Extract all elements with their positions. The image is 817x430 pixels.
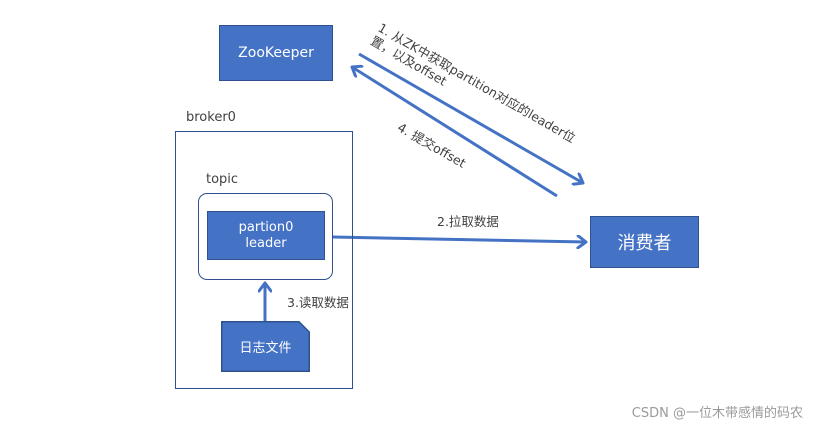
broker-label: broker0 xyxy=(186,110,236,125)
partition-node: partion0 leader xyxy=(207,211,325,260)
consumer-node: 消费者 xyxy=(590,216,699,268)
zookeeper-node: ZooKeeper xyxy=(219,25,333,81)
zookeeper-label: ZooKeeper xyxy=(238,45,314,61)
step1-label: 1. 从ZK中获取partition对应的leader位置，以及offset xyxy=(368,20,579,146)
partition-name: partion0 xyxy=(238,219,294,235)
broker-container xyxy=(175,131,353,389)
logfile-label-wrap: 日志文件 xyxy=(221,321,310,372)
step2-label: 2.拉取数据 xyxy=(437,214,499,229)
partition-role: leader xyxy=(245,235,287,251)
watermark: CSDN @一位木带感情的码农 xyxy=(631,406,803,421)
logfile-node xyxy=(221,321,310,372)
consumer-label: 消费者 xyxy=(617,233,672,254)
arrow-step2-partition-to-consumer xyxy=(332,237,586,242)
step4-label: 4. 提交offset xyxy=(395,119,469,171)
logfile-label: 日志文件 xyxy=(239,341,292,356)
topic-label: topic xyxy=(206,172,239,187)
step3-label: 3.读取数据 xyxy=(287,295,349,310)
